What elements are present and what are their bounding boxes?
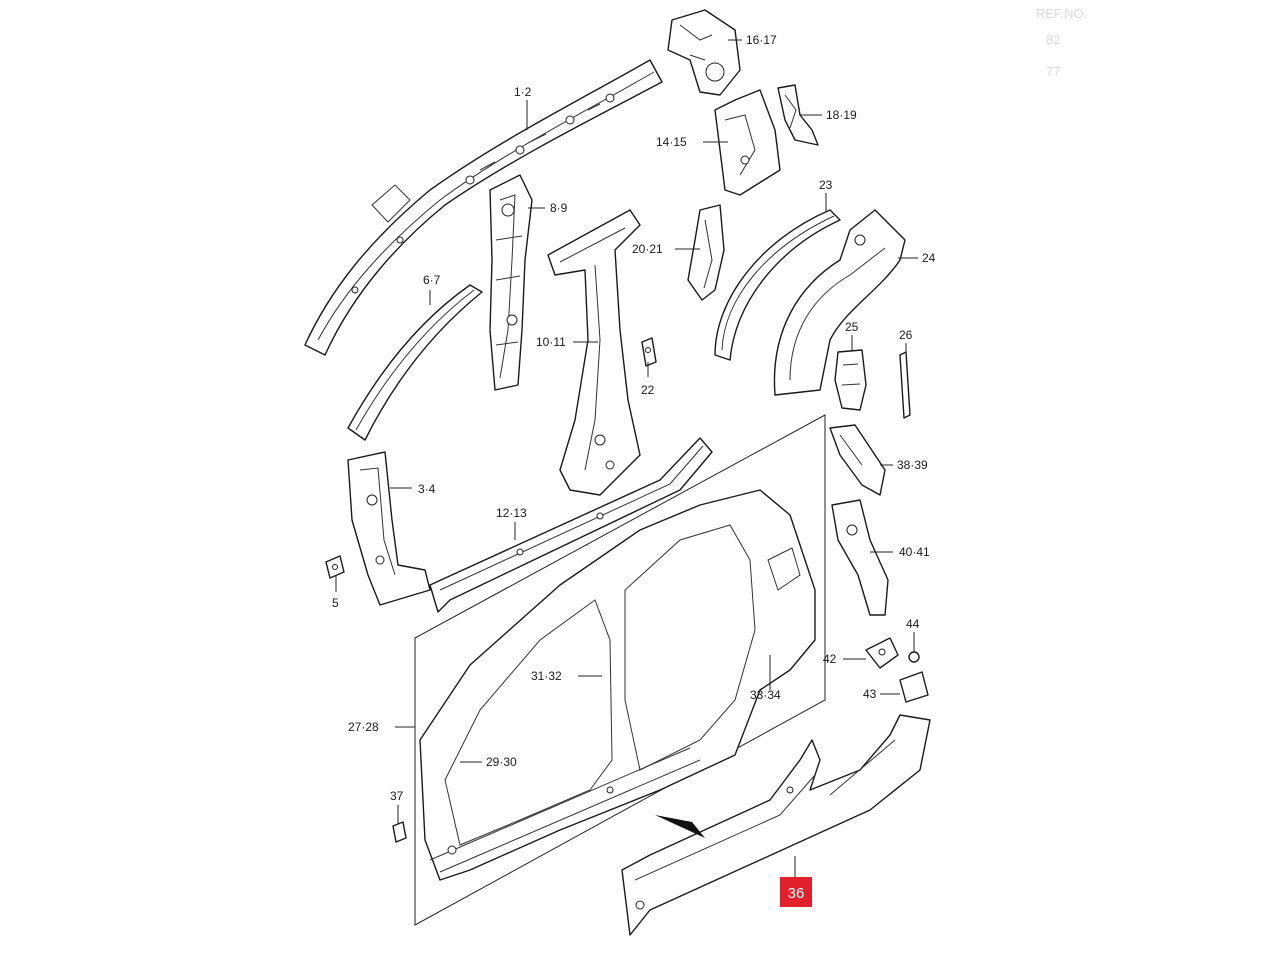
part-5-plate[interactable]: [325, 555, 345, 579]
part-25-bracket[interactable]: [834, 349, 867, 411]
callout-36-highlight[interactable]: 36: [780, 877, 812, 907]
callout-44: 44: [906, 617, 920, 631]
part-44-screw[interactable]: [908, 651, 920, 663]
ref-no-header: REF.NO.: [1036, 6, 1087, 21]
ref-faint-line-1: 82: [1046, 32, 1060, 47]
callout-38-39: 38·39: [897, 458, 928, 472]
callout-23: 23: [819, 178, 833, 192]
part-23-arch-strip[interactable]: [714, 209, 841, 361]
callout-24: 24: [922, 251, 936, 265]
callout-40-41: 40·41: [899, 545, 930, 559]
callout-18-19: 18·19: [826, 108, 857, 122]
part-42-fuel-lid[interactable]: [865, 637, 899, 669]
part-37-clip[interactable]: [392, 821, 407, 843]
part-26-rail[interactable]: [899, 351, 911, 419]
part-8-9-pillar[interactable]: [489, 174, 533, 391]
part-3-4-pillar-lower[interactable]: [347, 451, 431, 606]
callout-31-32: 31·32: [531, 669, 562, 683]
part-40-41-bracket[interactable]: [831, 499, 889, 616]
callout-22: 22: [641, 383, 655, 397]
part-36-sill-outer[interactable]: [621, 714, 931, 936]
callout-10-11: 10·11: [536, 335, 566, 349]
part-43-housing[interactable]: [899, 671, 929, 703]
callout-3-4: 3·4: [418, 482, 436, 496]
callout-33-34: 33·34: [750, 688, 781, 702]
callout-12-13: 12·13: [496, 506, 527, 520]
callout-25: 25: [845, 320, 859, 334]
leader-lines: [335, 39, 918, 878]
callout-26: 26: [899, 328, 913, 342]
part-27-28-side-body-panel[interactable]: [419, 489, 816, 881]
callout-42: 42: [823, 652, 837, 666]
part-20-21-bracket[interactable]: [687, 204, 725, 301]
part-18-19-bracket[interactable]: [777, 84, 819, 146]
direction-arrow: [655, 815, 705, 838]
callout-1-2: 1·2: [514, 85, 532, 99]
callout-37: 37: [390, 789, 404, 803]
part-12-13-side-rail[interactable]: [429, 437, 713, 613]
callout-8-9: 8·9: [550, 201, 568, 215]
part-16-17-bracket[interactable]: [667, 9, 741, 96]
part-6-7-rail[interactable]: [347, 284, 483, 441]
ref-faint-line-2: 77: [1046, 64, 1060, 79]
callout-43: 43: [863, 687, 877, 701]
part-10-11-center-pillar[interactable]: [547, 209, 641, 496]
part-roof-side-rail[interactable]: [304, 59, 663, 356]
callout-20-21: 20·21: [632, 242, 663, 256]
part-38-39-bracket[interactable]: [829, 424, 886, 496]
callout-27-28: 27·28: [348, 720, 379, 734]
callout-14-15: 14·15: [656, 135, 687, 149]
callout-29-30: 29·30: [486, 755, 517, 769]
part-14-15-pillar-inner[interactable]: [714, 89, 781, 196]
callout-5: 5: [332, 596, 339, 610]
callout-36-label: 36: [788, 885, 805, 902]
part-24-wheel-house[interactable]: [773, 209, 906, 396]
callout-6-7: 6·7: [423, 273, 441, 287]
side-panel-frame: [414, 414, 826, 926]
callout-16-17: 16·17: [746, 33, 777, 47]
part-22-clip[interactable]: [641, 337, 657, 367]
